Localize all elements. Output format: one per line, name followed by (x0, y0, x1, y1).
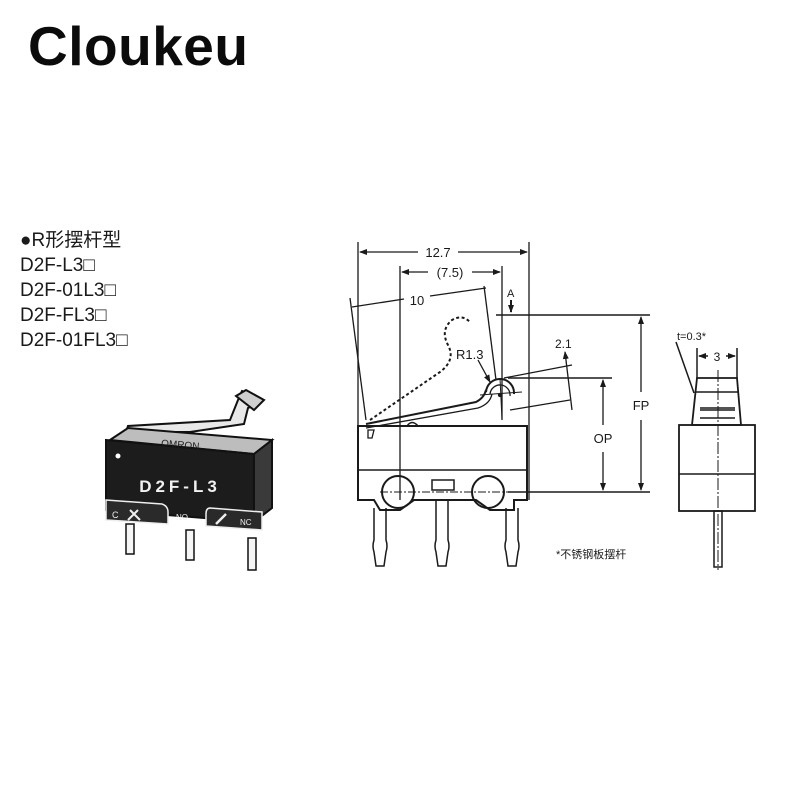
dim-free-position: FP (633, 398, 650, 413)
dim-roller-radius: R1.3 (456, 347, 483, 362)
brand-title: Cloukeu (28, 15, 249, 77)
footnote: *不锈钢板摆杆 (556, 547, 626, 561)
dim-front-width: 3 (714, 350, 721, 364)
model-item: D2F-01FL3□ (20, 330, 128, 351)
side-view-drawing (349, 242, 650, 567)
model-item: D2F-01L3□ (20, 280, 116, 301)
dim-lever-offset: (7.5) (437, 265, 464, 280)
model-list: ●R形摆杆型 D2F-L3□ D2F-01L3□ D2F-FL3□ D2F-01… (20, 228, 128, 353)
dim-operating-position: OP (594, 431, 613, 446)
model-item: D2F-FL3□ (20, 305, 107, 326)
product-photo: OMRON D2F-L3 C NO NC (105, 388, 275, 571)
logo-text: OMRON (161, 438, 200, 452)
dim-actuation-direction: A (507, 288, 515, 300)
dim-lever-thickness: t=0.3* (677, 331, 707, 343)
terminal-label-nc: NC (240, 518, 252, 527)
dim-overall-width: 12.7 (425, 245, 450, 260)
body-label: D2F-L3 (139, 477, 221, 496)
front-view-drawing (675, 341, 756, 570)
terminal-label-com: C (112, 510, 119, 520)
dim-roller-width: 2.1 (555, 337, 572, 351)
dim-lever-length: 10 (410, 293, 424, 308)
model-item: D2F-L3□ (20, 255, 95, 276)
terminal-label-no: NO (176, 513, 188, 522)
model-list-heading: ●R形摆杆型 (20, 230, 122, 251)
